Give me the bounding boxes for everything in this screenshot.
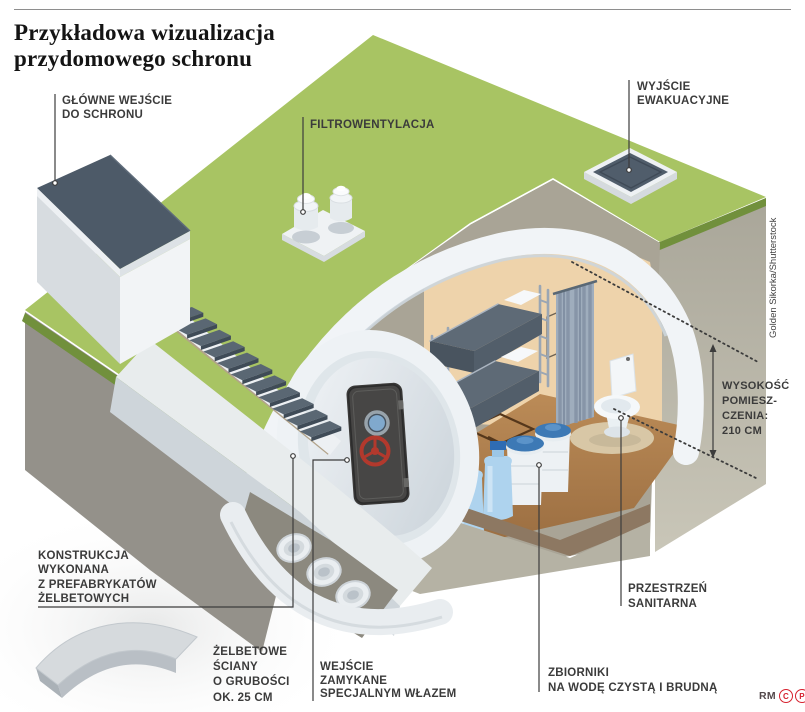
shower-curtain [552,279,598,428]
stair-near-stringer-top [116,340,432,606]
callout-filter-ventilation: FILTROWENTYLACJA [310,119,435,131]
pipe-end [335,580,371,610]
title-line-1: Przykładowa wizualizacja [14,20,275,45]
hatch-door [346,382,410,506]
top-rule [14,9,791,11]
brand-mark: RM C P [759,689,805,703]
callout-water-tanks: ZBIORNIKI NA WODĘ CZYSTĄ I BRUDNĄ [548,667,718,694]
toilet-flush-button [626,357,630,361]
leader-hatch-entrance [312,459,345,701]
height-dimension [571,261,759,480]
callout-hatch-entrance: WEJŚCIE ZAMYKANE SPECJALNYM WŁAZEM [320,661,457,701]
concrete-panel-inset [35,622,198,698]
leader-construction [38,458,294,608]
brand-rm: RM [759,690,776,702]
bunk-ladder-icon [539,299,549,376]
curtain-rail [552,279,598,296]
roof-fascia-right [120,231,190,277]
house-roof [37,155,190,269]
filter-ventilation-unit [282,185,365,262]
callout-room-height: WYSOKOŚĆ POMIESZ- CZENIA: 210 CM [722,380,790,437]
pipe-end [276,533,312,563]
callout-main-entrance: GŁÓWNE WEJŚCIE DO SCHRONU [62,95,173,121]
porthole-window [364,410,390,436]
shelter-interior [400,235,692,542]
porthole-ring [367,413,387,433]
vent-pipe [292,193,320,244]
door-wheel [359,435,391,467]
sanitary-floor-patch [570,422,654,454]
grass-top [25,35,766,498]
copyright-c-icon: C [778,689,793,703]
callout-construction: KONSTRUKCJA WYKONANA Z PREFABRYKATÓW ŻEL… [38,550,157,605]
callout-sanitary-area: PRZESTRZEŃ SANITARNA [628,583,708,610]
dotted-floor-line [613,408,759,480]
foundation-pipes [220,492,453,638]
emergency-exit-hatch [584,148,677,204]
vent-slab [282,210,365,256]
page-title: Przykładowa wizualizacja przydomowego sc… [14,20,275,72]
soil-right-face [655,198,766,552]
dotted-ceiling-line [571,261,759,363]
callout-concrete-walls: ŻELBETOWE ŚCIANY O GRUBOŚCI OK. 25 CM [213,646,290,704]
vent-pipe [328,185,354,234]
water-bottle [483,441,513,520]
house-wall-left [37,196,120,364]
water-barrel [506,435,544,505]
water-barrel [535,423,571,492]
leader-dots [52,167,632,468]
bunk-top [429,290,542,373]
grass-edge-right [655,198,766,252]
title-line-2: przydomowego schronu [14,46,253,71]
callout-emergency-exit: WYJŚCIE EWAKUACYJNE [637,81,730,107]
door-hinge [398,400,404,410]
callout-leaders [38,80,759,701]
copyright-p-icon: P [794,689,805,703]
door-hinge [403,477,410,488]
shell-bottom-lip [220,502,453,636]
entrance-house [37,154,191,364]
image-credit: Golden Sikorka/Shutterstock [768,217,779,338]
soil-left-face [25,312,300,652]
pipe-end [306,557,342,587]
house-wall-front [120,239,190,364]
roof-fascia-left [37,188,120,277]
toilet [589,353,641,447]
